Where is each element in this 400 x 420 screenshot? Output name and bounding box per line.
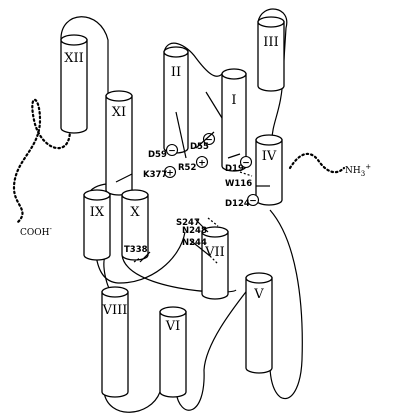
- label-d124: D124: [225, 199, 250, 209]
- tick-d55: [195, 131, 215, 149]
- helix-body: [257, 21, 285, 92]
- helix-xi: XI: [105, 90, 133, 196]
- helix-cap: [121, 189, 149, 201]
- tick-t338: [139, 251, 151, 263]
- loop-viii-vi: [103, 391, 161, 413]
- helix-body: [159, 311, 187, 398]
- helix-body: [201, 231, 229, 300]
- label-n244: N244: [182, 238, 207, 248]
- charge-d19: −: [239, 155, 253, 169]
- helix-cap: [221, 68, 247, 80]
- helix-cap: [257, 16, 285, 28]
- helix-label: III: [263, 35, 278, 50]
- plus-sign: +: [166, 169, 174, 179]
- helix-body: [101, 291, 129, 398]
- loop-ii-i: [163, 42, 223, 77]
- helix-label: VII: [204, 245, 225, 260]
- helix-label: VI: [165, 319, 181, 334]
- helix-label: IV: [262, 149, 277, 164]
- tick-r52: [175, 111, 187, 159]
- label-d59: D59: [148, 150, 167, 160]
- label-n248: N248: [182, 226, 207, 236]
- tick-n244: [189, 239, 211, 257]
- helix-cap: [159, 306, 187, 318]
- tick-k377: [115, 173, 133, 183]
- label-d55: D55: [190, 142, 209, 152]
- n-terminus-text: NH: [345, 166, 361, 176]
- label-w116: W116: [225, 179, 252, 189]
- tick-d19: [227, 153, 241, 159]
- helix-cap: [255, 134, 283, 146]
- helix-iv: IV: [255, 134, 283, 206]
- c-terminus-tail: [12, 98, 72, 224]
- helix-xii: XII: [60, 34, 88, 134]
- helix-cap: [60, 34, 88, 46]
- helix-label: I: [231, 93, 236, 108]
- loop-ix-vii: [95, 231, 186, 284]
- label-d19: D19: [225, 164, 244, 174]
- label-s247: S247: [176, 218, 200, 228]
- loop-x-vii: [121, 254, 237, 293]
- minus-sign: −: [168, 147, 176, 157]
- minus-sign: −: [249, 197, 257, 207]
- loop-xii-xi: [60, 16, 109, 96]
- helix-cap: [83, 189, 111, 201]
- helix-label: XII: [64, 51, 84, 66]
- charge-d55: −: [202, 132, 216, 146]
- residue-ticks: [115, 111, 270, 265]
- helix-x: X: [121, 189, 149, 261]
- helix-cap: [101, 286, 129, 298]
- helix-cap: [163, 46, 189, 58]
- helix-viii: VIII: [101, 286, 129, 398]
- helix-label: VIII: [102, 303, 128, 318]
- helix-cap: [245, 272, 273, 284]
- plus-sign: +: [198, 159, 206, 169]
- helix-body: [60, 39, 88, 134]
- minus-sign: −: [242, 159, 250, 169]
- helix-label: IX: [90, 205, 105, 220]
- charge-d59: −: [165, 143, 179, 157]
- helix-cap: [201, 226, 229, 238]
- helix-label: X: [130, 205, 140, 220]
- c-terminus-text: COOH: [20, 228, 50, 238]
- charge-r52: +: [195, 155, 209, 169]
- helix-body: [121, 194, 149, 261]
- c-terminus-label: COOH-: [20, 225, 53, 238]
- loop-v-iv: [269, 209, 303, 400]
- n-terminus-tail: [288, 152, 346, 174]
- tick-n244-dash: [209, 255, 219, 265]
- helix-label: II: [171, 65, 181, 80]
- label-r52: R52: [178, 163, 196, 173]
- helix-vi: VI: [159, 306, 187, 398]
- helix-body: [163, 51, 189, 154]
- tick-t338-dash: [133, 257, 141, 263]
- helix-label: V: [253, 287, 264, 302]
- charge-k377: +: [163, 165, 177, 179]
- tick-n248-dash: [207, 217, 219, 227]
- charge-d124: −: [246, 193, 260, 207]
- label-t338: T338: [124, 245, 148, 255]
- tick-s247: [195, 219, 209, 233]
- helix-body: [83, 194, 111, 261]
- helix-ii: II: [163, 46, 189, 154]
- n-terminus-label: NH3+: [345, 163, 371, 178]
- helix-cap: [105, 90, 133, 102]
- helix-vii: VII: [201, 226, 229, 300]
- helix-body: [245, 277, 273, 374]
- helix-ix: IX: [83, 189, 111, 261]
- helix-label: XI: [112, 105, 126, 120]
- loop-helix-ii-cross: [205, 91, 223, 119]
- helix-iii: III: [257, 16, 285, 92]
- label-k377: K377: [143, 170, 167, 180]
- loop-ix-viii: [103, 254, 113, 293]
- helix-v: V: [245, 272, 273, 374]
- minus-sign: −: [205, 136, 213, 146]
